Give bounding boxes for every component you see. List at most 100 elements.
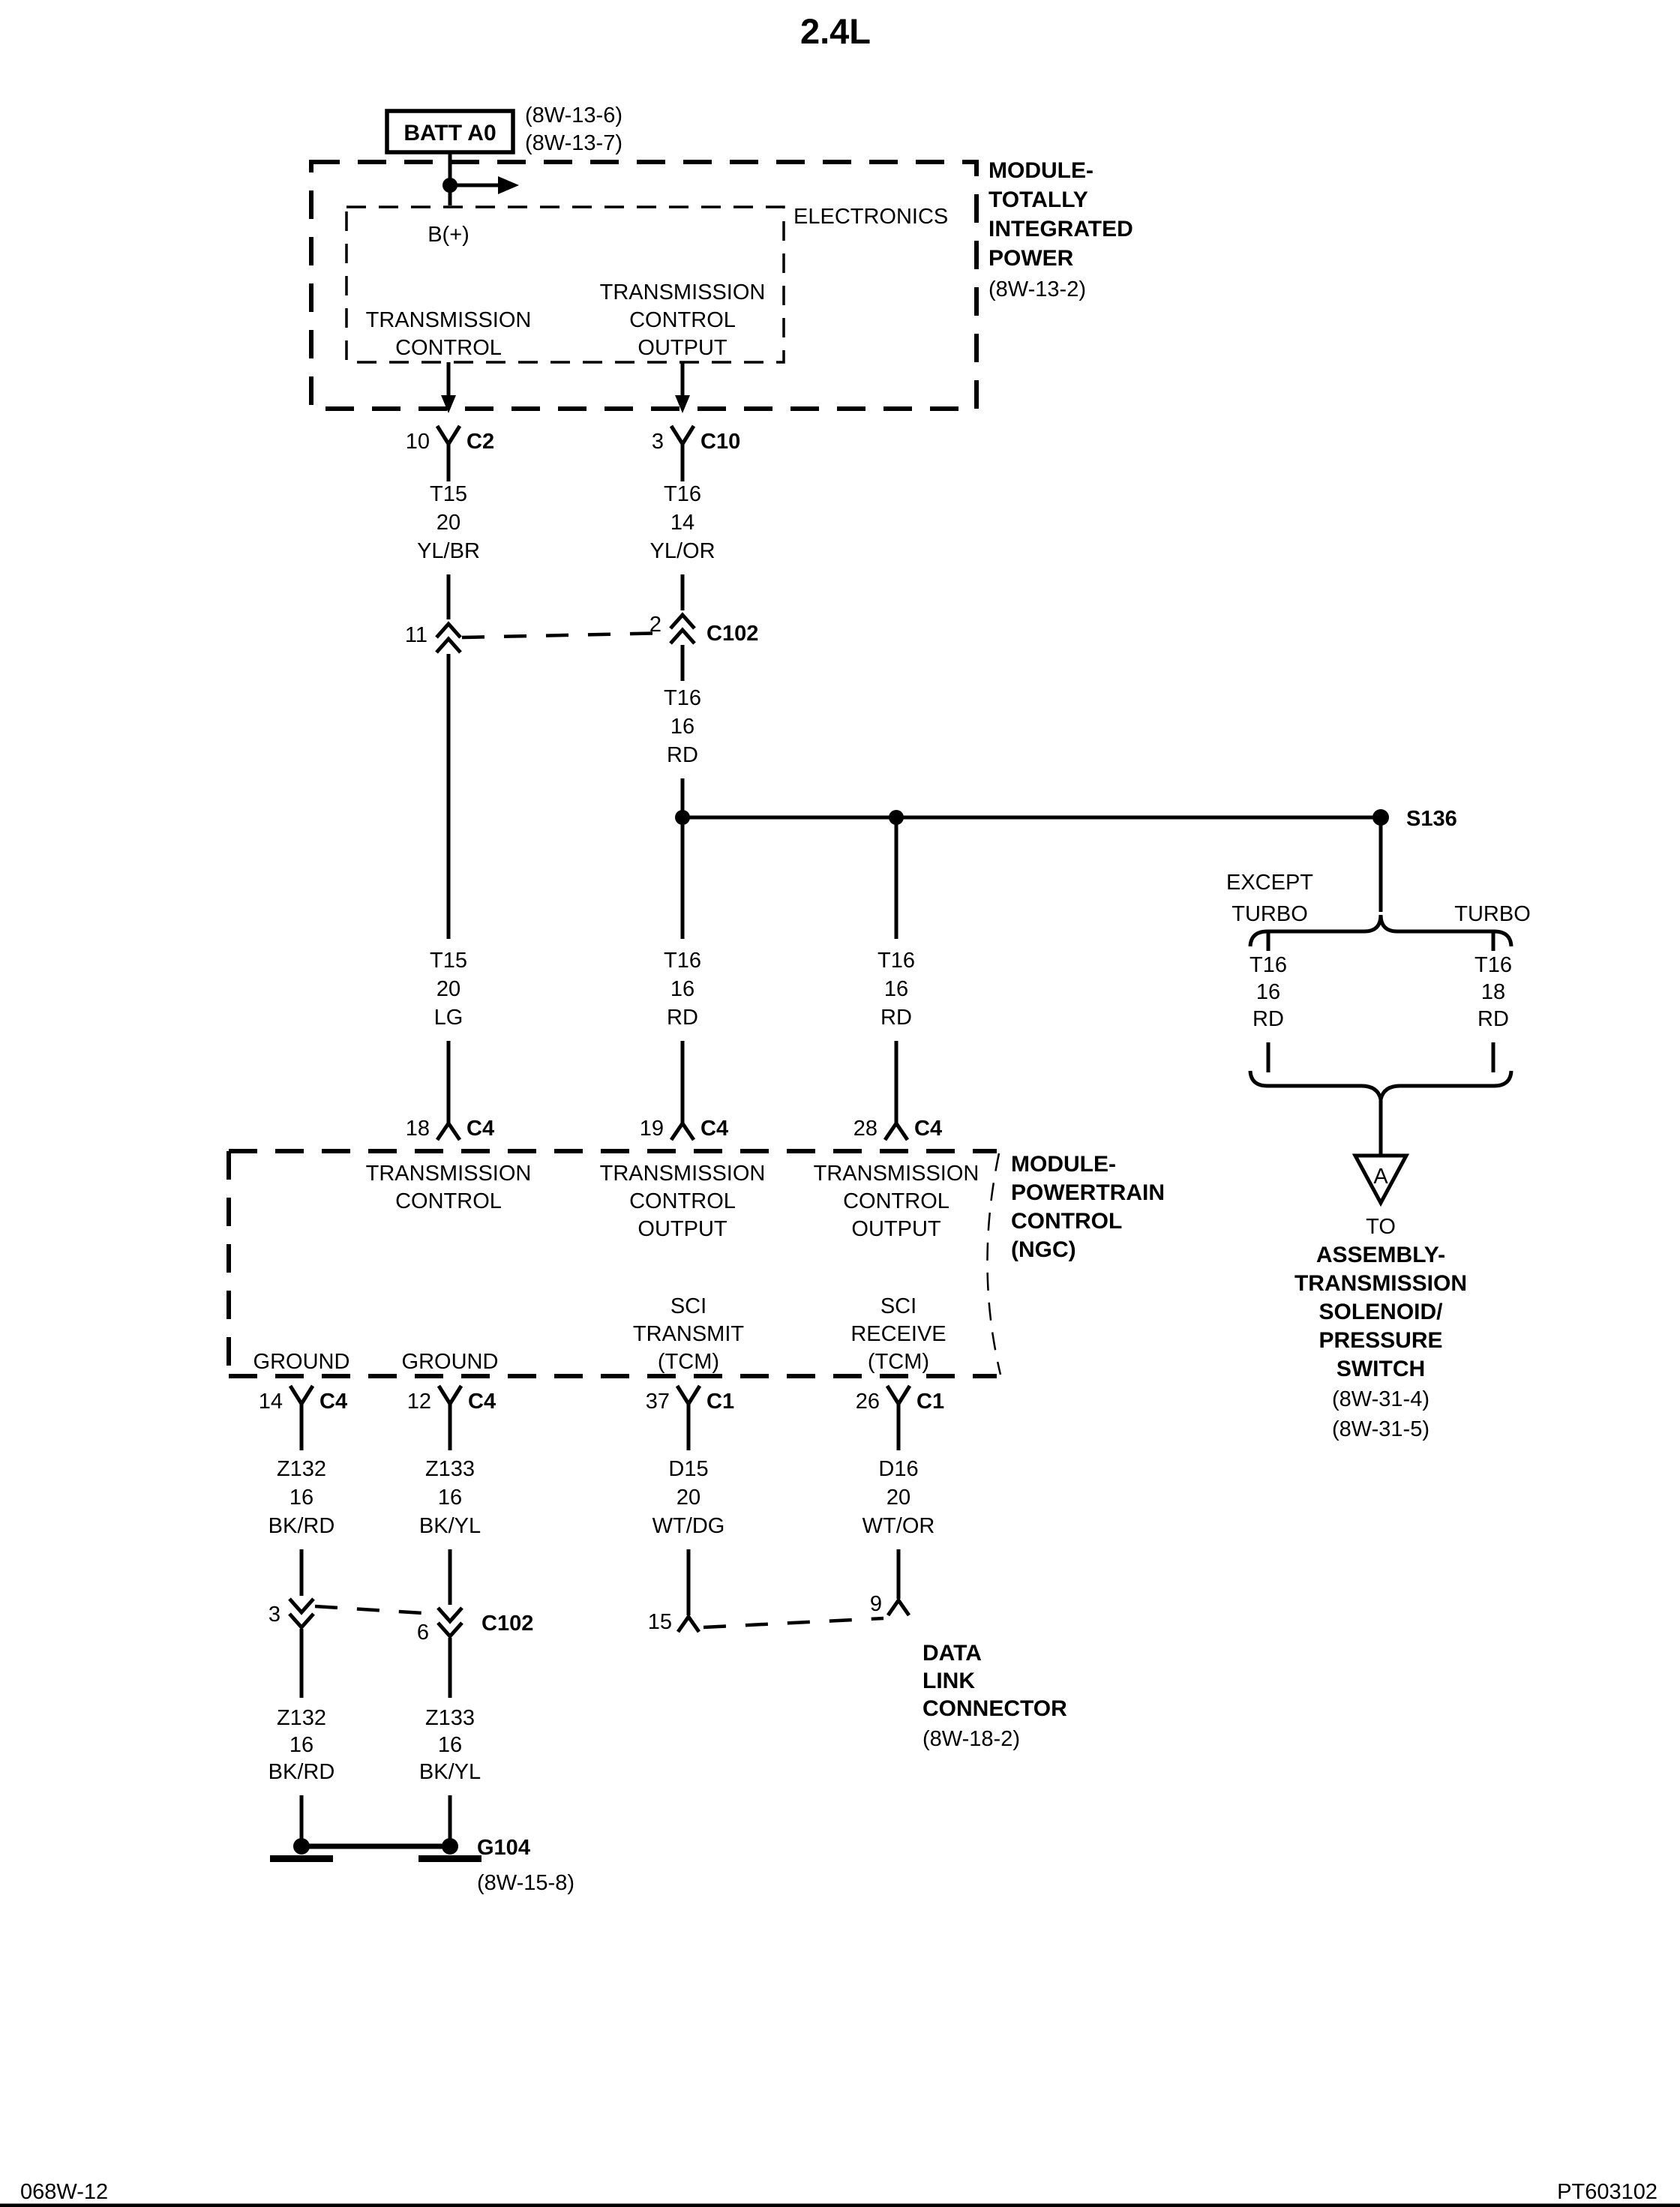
ngc-sci-tx-1: SCI bbox=[670, 1294, 706, 1318]
turbo-branch: EXCEPT TURBO TURBO T16 16 RD T16 18 RD A… bbox=[1226, 817, 1531, 1441]
footer-doc-id: PT603102 bbox=[1557, 2180, 1658, 2204]
female-connector-icon bbox=[675, 1384, 702, 1420]
tipm-name-1: MODULE- bbox=[988, 158, 1094, 183]
wire-circuit: T16 bbox=[664, 949, 701, 973]
ngc-top-pins: 18 C4 19 C4 28 C4 bbox=[406, 1108, 942, 1141]
wire-d16: D16 20 WT/OR bbox=[862, 1420, 934, 1599]
wire-gauge: 20 bbox=[886, 1486, 910, 1510]
tipm-ref: (8W-13-2) bbox=[988, 277, 1086, 301]
pin-14-num: 14 bbox=[259, 1390, 283, 1414]
ground-bar-icon bbox=[418, 1855, 482, 1862]
down-arrow-icon bbox=[675, 395, 690, 413]
c102-pin-2: 2 bbox=[650, 613, 662, 637]
ngc-outline-right bbox=[986, 1153, 1002, 1375]
tipm-name-2: TOTALLY bbox=[988, 187, 1088, 212]
female-connector-icon bbox=[435, 424, 462, 460]
tipm-func-right-3: OUTPUT bbox=[638, 336, 728, 360]
dlc-ref: (8W-18-2) bbox=[922, 1727, 1020, 1751]
male-connector-icon bbox=[883, 1108, 910, 1141]
wire-gauge: 16 bbox=[438, 1733, 462, 1757]
wire-circuit: T16 bbox=[664, 482, 701, 506]
pin-28-num: 28 bbox=[854, 1117, 878, 1141]
pin-3-num: 3 bbox=[652, 430, 664, 454]
dlc-name-1: DATA bbox=[922, 1641, 982, 1666]
pin-26-conn: C1 bbox=[916, 1390, 944, 1414]
chevron-up-icon bbox=[435, 636, 462, 654]
wire-circuit: T16 bbox=[1474, 953, 1512, 977]
ngc-func-c-3: OUTPUT bbox=[851, 1217, 941, 1241]
batt-ref-1: (8W-13-6) bbox=[525, 103, 622, 127]
ngc-func-b-2: CONTROL bbox=[629, 1189, 736, 1213]
via-ref-2: (8W-31-5) bbox=[1332, 1417, 1430, 1441]
ngc-module: TRANSMISSION CONTROL TRANSMISSION CONTRO… bbox=[226, 1149, 1165, 1378]
pin-10-conn: C2 bbox=[466, 430, 494, 454]
ngc-name-2: POWERTRAIN bbox=[1011, 1180, 1165, 1205]
female-connector-icon bbox=[885, 1384, 912, 1420]
via-dest-2: TRANSMISSION bbox=[1294, 1271, 1467, 1296]
wire-z132-lower: Z132 16 BK/RD bbox=[268, 1706, 334, 1839]
down-arrow-icon bbox=[441, 395, 456, 413]
splice-s136: S136 bbox=[675, 807, 1457, 831]
wire-color: YL/OR bbox=[650, 539, 715, 563]
male-connector-icon bbox=[669, 1108, 696, 1141]
ngc-bottom-pins: 14 C4 12 C4 37 C1 26 C1 bbox=[259, 1384, 944, 1420]
wire-t16-rd-c: T16 16 RD bbox=[878, 949, 915, 1110]
via-letter: A bbox=[1373, 1165, 1388, 1189]
pin-18-num: 18 bbox=[406, 1117, 430, 1141]
ngc-sci-tx-2: TRANSMIT bbox=[633, 1322, 745, 1346]
c102-pin-11: 11 bbox=[405, 623, 428, 647]
wire-z133-upper: Z133 16 BK/YL bbox=[419, 1420, 481, 1605]
chevron-up-icon bbox=[669, 627, 696, 645]
wire-circuit: D16 bbox=[878, 1457, 918, 1481]
ngc-ground-left-label: GROUND bbox=[254, 1350, 350, 1374]
wire-color: RD bbox=[1252, 1007, 1284, 1031]
ngc-func-a-1: TRANSMISSION bbox=[366, 1162, 532, 1186]
c102-upper-label: C102 bbox=[706, 622, 758, 646]
pin-10-num: 10 bbox=[406, 430, 430, 454]
footer: 068W-12 PT603102 bbox=[0, 2180, 1680, 2207]
female-connector-icon bbox=[436, 1384, 464, 1420]
dlc-pin-15: 15 bbox=[648, 1610, 672, 1634]
ngc-func-c-1: TRANSMISSION bbox=[814, 1162, 980, 1186]
batt-ref-2: (8W-13-7) bbox=[525, 131, 622, 155]
ngc-ground-right-label: GROUND bbox=[402, 1350, 499, 1374]
ground-g104: G104 (8W-15-8) bbox=[270, 1836, 574, 1895]
ngc-name-4: (NGC) bbox=[1011, 1237, 1076, 1262]
dlc-pin-9: 9 bbox=[870, 1592, 882, 1616]
male-connector-icon bbox=[676, 1613, 701, 1633]
ngc-sci-rx-1: SCI bbox=[880, 1294, 916, 1318]
wire-gauge: 14 bbox=[670, 511, 694, 535]
male-connector-icon bbox=[886, 1597, 911, 1617]
wire-gauge: 16 bbox=[290, 1486, 314, 1510]
wire-color: RD bbox=[880, 1006, 912, 1030]
dlc-name-2: LINK bbox=[922, 1669, 975, 1693]
c102-harness-dash bbox=[314, 1604, 436, 1616]
wire-color: LG bbox=[434, 1006, 464, 1030]
dlc-harness-dash bbox=[703, 1616, 884, 1630]
via-dest-5: SWITCH bbox=[1336, 1357, 1425, 1381]
ngc-func-a-2: CONTROL bbox=[395, 1189, 502, 1213]
wire-color: WT/DG bbox=[652, 1514, 725, 1538]
wire-circuit: D15 bbox=[668, 1457, 708, 1481]
wire-gauge: 20 bbox=[676, 1486, 700, 1510]
wire-t16-rd-turbo-r: T16 18 RD bbox=[1474, 953, 1512, 1031]
wire-gauge: 20 bbox=[436, 511, 460, 535]
wire-circuit: Z133 bbox=[425, 1457, 475, 1481]
ngc-sci-rx-3: (TCM) bbox=[868, 1350, 929, 1374]
pin-3-conn: C10 bbox=[700, 430, 740, 454]
chevron-up-icon bbox=[435, 621, 462, 639]
wire-z132-upper: Z132 16 BK/RD bbox=[268, 1420, 334, 1596]
wire-circuit: T16 bbox=[878, 949, 915, 973]
wire-circuit: T16 bbox=[664, 686, 701, 710]
branch-right-label: TURBO bbox=[1454, 902, 1531, 926]
branch-left-label-1: EXCEPT bbox=[1226, 871, 1313, 895]
page-title: 2.4L bbox=[800, 11, 871, 51]
via-triangle-icon bbox=[1352, 1153, 1410, 1207]
brace-close-icon bbox=[1248, 1070, 1514, 1100]
chevron-down-icon bbox=[436, 1621, 464, 1639]
c102-pin-3: 3 bbox=[268, 1603, 280, 1627]
dlc-name-3: CONNECTOR bbox=[922, 1696, 1067, 1721]
ground-ref: (8W-15-8) bbox=[477, 1871, 574, 1895]
via-dest-4: PRESSURE bbox=[1318, 1328, 1442, 1353]
